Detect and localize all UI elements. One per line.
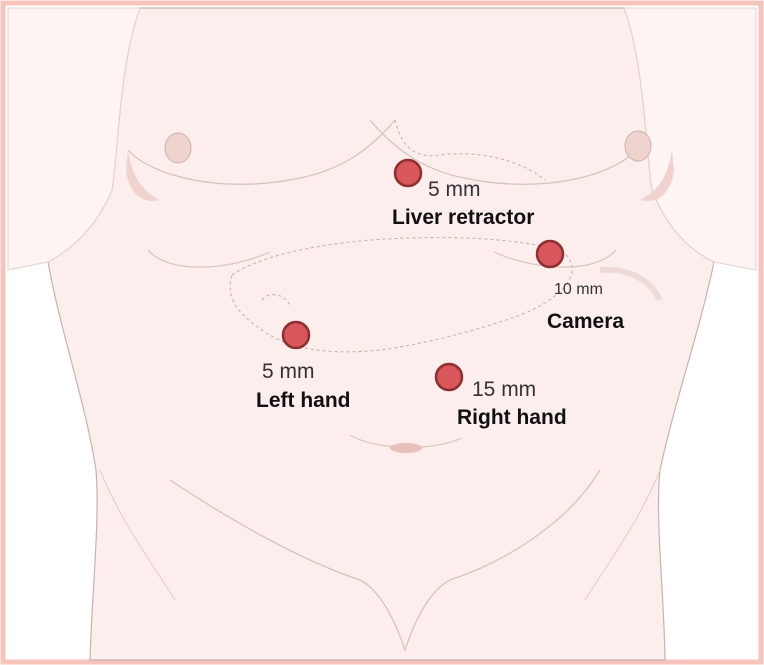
port-liver-retractor-label: Liver retractor	[392, 206, 534, 230]
port-right-hand-size: 15 mm	[472, 378, 536, 402]
port-right-hand-marker	[436, 364, 462, 390]
torso-outline	[48, 8, 714, 660]
port-camera-marker	[537, 241, 563, 267]
left-nipple	[165, 133, 191, 163]
port-liver-retractor-marker	[395, 160, 421, 186]
port-left-hand-label: Left hand	[256, 389, 351, 413]
umbilicus	[390, 443, 422, 453]
port-left-hand-marker	[283, 322, 309, 348]
port-camera-size: 10 mm	[554, 281, 603, 299]
port-left-hand-size: 5 mm	[262, 360, 315, 384]
port-right-hand-label: Right hand	[457, 406, 567, 430]
port-camera-label: Camera	[547, 310, 624, 334]
right-nipple	[625, 131, 651, 161]
port-liver-retractor-size: 5 mm	[428, 178, 481, 202]
